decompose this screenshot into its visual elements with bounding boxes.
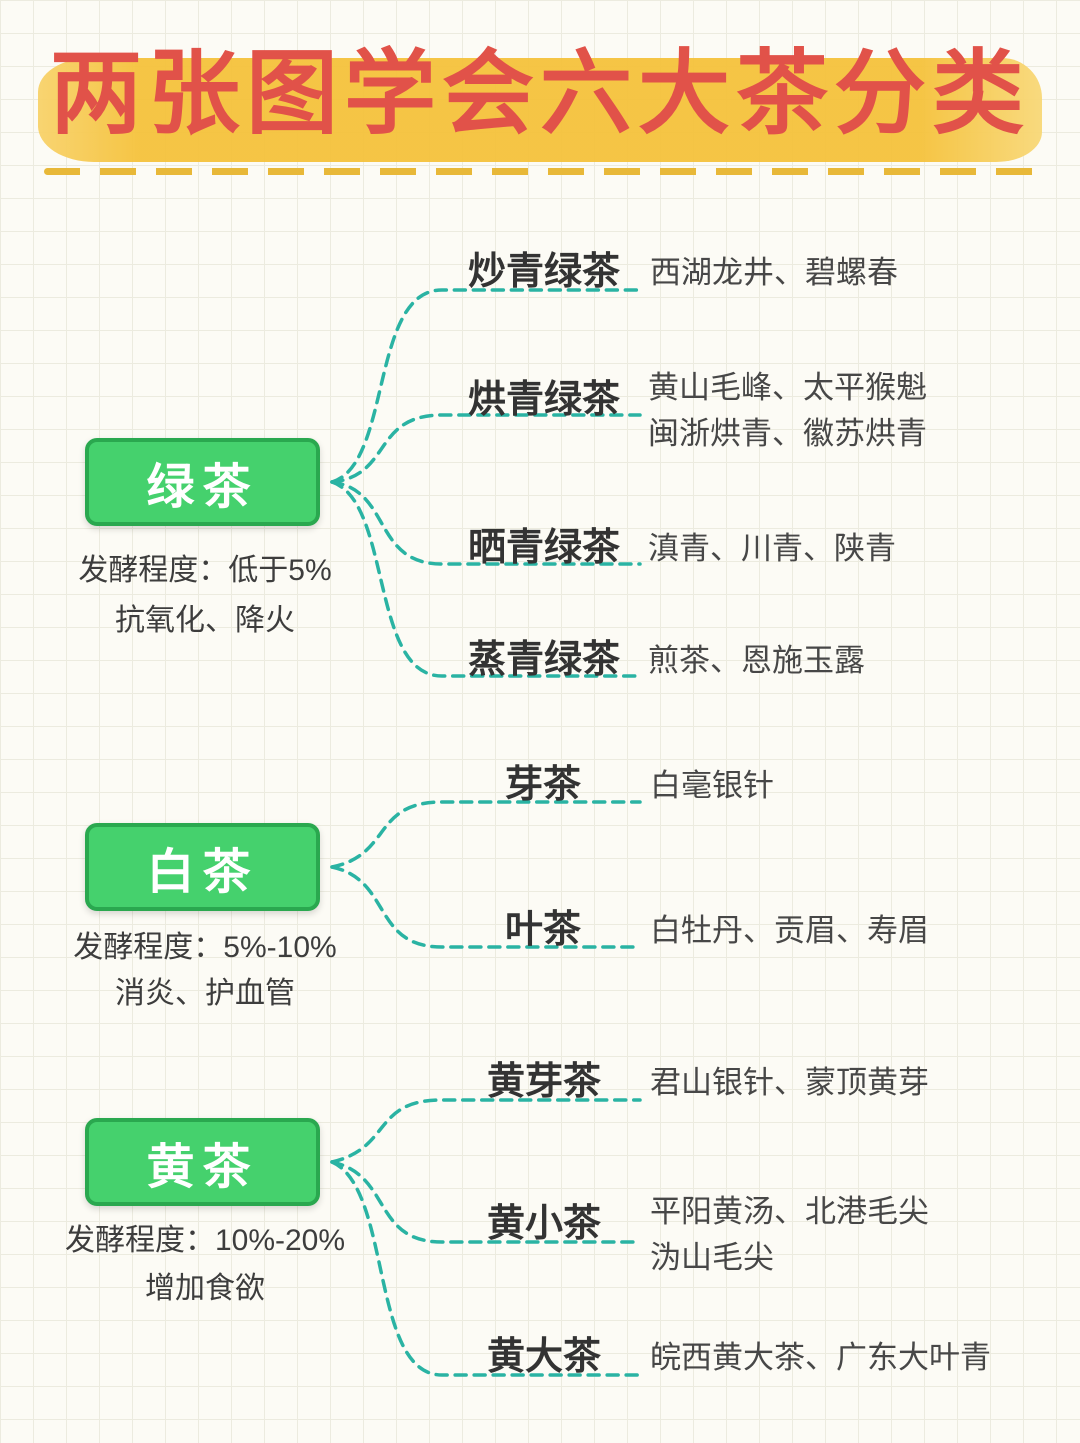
branch-desc: 平阳黄汤、北港毛尖 <box>650 1194 929 1229</box>
branch-desc: 西湖龙井、碧螺春 <box>650 255 898 290</box>
branch-desc: 黄山毛峰、太平猴魁 <box>648 370 927 405</box>
connector-line <box>330 413 642 484</box>
branch-label: 芽茶 <box>505 764 582 806</box>
branch-label: 晒青绿茶 <box>468 527 621 569</box>
branch-label: 蒸青绿茶 <box>468 639 621 681</box>
branch-desc: 沩山毛尖 <box>650 1240 774 1275</box>
category-label: 绿茶 <box>146 461 259 514</box>
category-label: 白茶 <box>146 846 259 899</box>
connector-line <box>330 1098 642 1164</box>
branch-label: 烘青绿茶 <box>468 379 621 421</box>
title-highlight-brush <box>38 58 1042 162</box>
category-label: 黄茶 <box>146 1141 259 1194</box>
connector-line <box>330 800 642 869</box>
benefit-text: 消炎、护血管 <box>115 977 295 1010</box>
branch-label: 黄芽茶 <box>487 1061 602 1103</box>
branch-label: 叶茶 <box>505 909 582 951</box>
category-box-yellow-tea: 黄茶 <box>85 1118 320 1206</box>
branch-desc: 煎茶、恩施玉露 <box>648 643 865 678</box>
fermentation-text: 发酵程度：10%-20% <box>64 1224 346 1257</box>
branch-desc: 君山银针、蒙顶黄芽 <box>650 1065 929 1100</box>
branch-label: 黄小茶 <box>487 1203 602 1245</box>
branch-label: 黄大茶 <box>487 1336 602 1378</box>
category-box-white-tea: 白茶 <box>85 823 320 911</box>
branch-desc: 闽浙烘青、徽苏烘青 <box>648 416 927 451</box>
branch-desc: 白牡丹、贡眉、寿眉 <box>650 913 929 948</box>
branch-desc: 滇青、川青、陕青 <box>648 531 896 566</box>
branch-desc: 皖西黄大茶、广东大叶青 <box>650 1340 991 1375</box>
fermentation-text: 发酵程度：5%-10% <box>73 931 337 964</box>
category-box-green-tea: 绿茶 <box>85 438 320 526</box>
benefit-text: 增加食欲 <box>145 1272 265 1305</box>
page-title: 两张图学会六大茶分类 <box>49 43 1030 145</box>
branch-label: 炒青绿茶 <box>468 251 621 293</box>
dashed-divider <box>44 168 1036 175</box>
fermentation-text: 发酵程度：低于5% <box>78 554 332 587</box>
branch-desc: 白毫银针 <box>650 768 774 803</box>
benefit-text: 抗氧化、降火 <box>115 604 295 637</box>
